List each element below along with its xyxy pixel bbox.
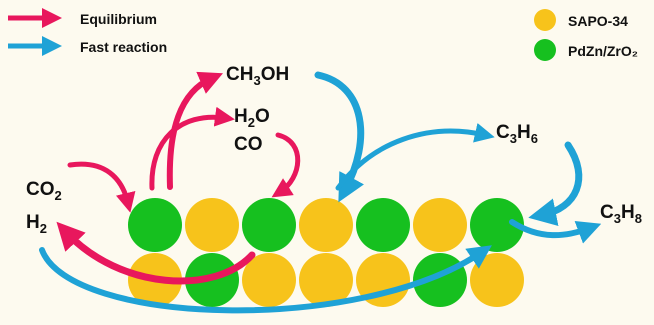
legend-equilibrium-label: Equilibrium bbox=[80, 11, 157, 27]
sapo-particle bbox=[413, 198, 467, 252]
arrow-surface-to-water-co bbox=[149, 106, 235, 191]
propene-label: C3H6 bbox=[496, 122, 538, 146]
catalyst-particles bbox=[128, 198, 524, 307]
arrow-surface-to-methanol bbox=[166, 71, 223, 190]
arrow-surface-to-h2 bbox=[56, 221, 256, 285]
pdzn-particle bbox=[470, 198, 524, 252]
legend-sapo-swatch bbox=[534, 9, 556, 31]
legend-sapo-label: SAPO-34 bbox=[568, 13, 628, 29]
arrow-surface-to-propane bbox=[509, 219, 602, 244]
sapo-particle bbox=[242, 253, 296, 307]
propane-label: C3H8 bbox=[600, 202, 642, 226]
pdzn-particle bbox=[356, 198, 410, 252]
methanol-label: CH3OH bbox=[226, 64, 289, 88]
sapo-particle bbox=[185, 198, 239, 252]
reaction-arrows bbox=[39, 71, 602, 314]
co-label: CO bbox=[234, 134, 263, 155]
arrow-h2-to-surface bbox=[39, 245, 492, 314]
arrow-water-co-to-surface bbox=[271, 132, 301, 198]
arrow-propene-to-surface bbox=[528, 141, 583, 226]
water-label: H2O bbox=[234, 106, 270, 130]
arrow-surface-to-propene bbox=[335, 123, 495, 191]
legend: Equilibrium Fast reaction SAPO-34 PdZn/Z… bbox=[8, 8, 638, 61]
co2-label: CO2 bbox=[26, 179, 62, 203]
legend-pdzn-swatch bbox=[534, 39, 556, 61]
pdzn-particle bbox=[242, 198, 296, 252]
sapo-particle bbox=[299, 253, 353, 307]
sapo-particle bbox=[299, 198, 353, 252]
arrow-co2-to-surface bbox=[67, 161, 136, 213]
legend-pdzn-label: PdZn/ZrO₂ bbox=[568, 43, 638, 59]
h2-label: H2 bbox=[26, 212, 47, 236]
pdzn-particle bbox=[128, 198, 182, 252]
sapo-particle bbox=[470, 253, 524, 307]
legend-fast-reaction-label: Fast reaction bbox=[80, 39, 167, 55]
